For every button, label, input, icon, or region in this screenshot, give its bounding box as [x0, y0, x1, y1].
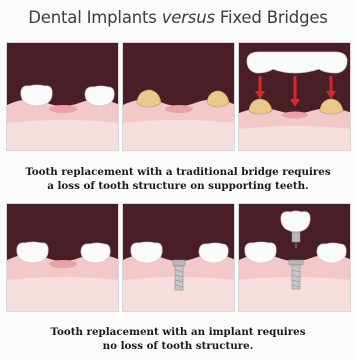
- bridge-panel-1-illustration: [7, 43, 119, 151]
- title-part3: Fixed Bridges: [215, 8, 328, 27]
- implant-panel-2-illustration: [123, 204, 235, 312]
- bridge-panel-3: [238, 42, 351, 151]
- title-part2: versus: [162, 8, 215, 27]
- bridge-panel-2: [122, 42, 235, 151]
- implant-panel-2: [122, 203, 235, 312]
- implant-panel-1-illustration: [7, 204, 119, 312]
- implant-panel-3: [238, 203, 351, 312]
- bridge-panel-1: [6, 42, 119, 151]
- page-title: Dental Implants versus Fixed Bridges: [0, 8, 356, 27]
- implant-caption-line1: Tooth replacement with an implant requir…: [0, 326, 356, 339]
- implant-caption-line2: no loss of tooth structure.: [0, 340, 356, 353]
- bridge-panel-3-illustration: [239, 43, 351, 151]
- implant-panel-1: [6, 203, 119, 312]
- implant-panel-3-illustration: [239, 204, 351, 312]
- title-part1: Dental Implants: [28, 8, 161, 27]
- bridge-caption-line2: a loss of tooth structure on supporting …: [0, 180, 356, 193]
- bridge-panel-2-illustration: [123, 43, 235, 151]
- bridge-caption-line1: Tooth replacement with a traditional bri…: [0, 166, 356, 179]
